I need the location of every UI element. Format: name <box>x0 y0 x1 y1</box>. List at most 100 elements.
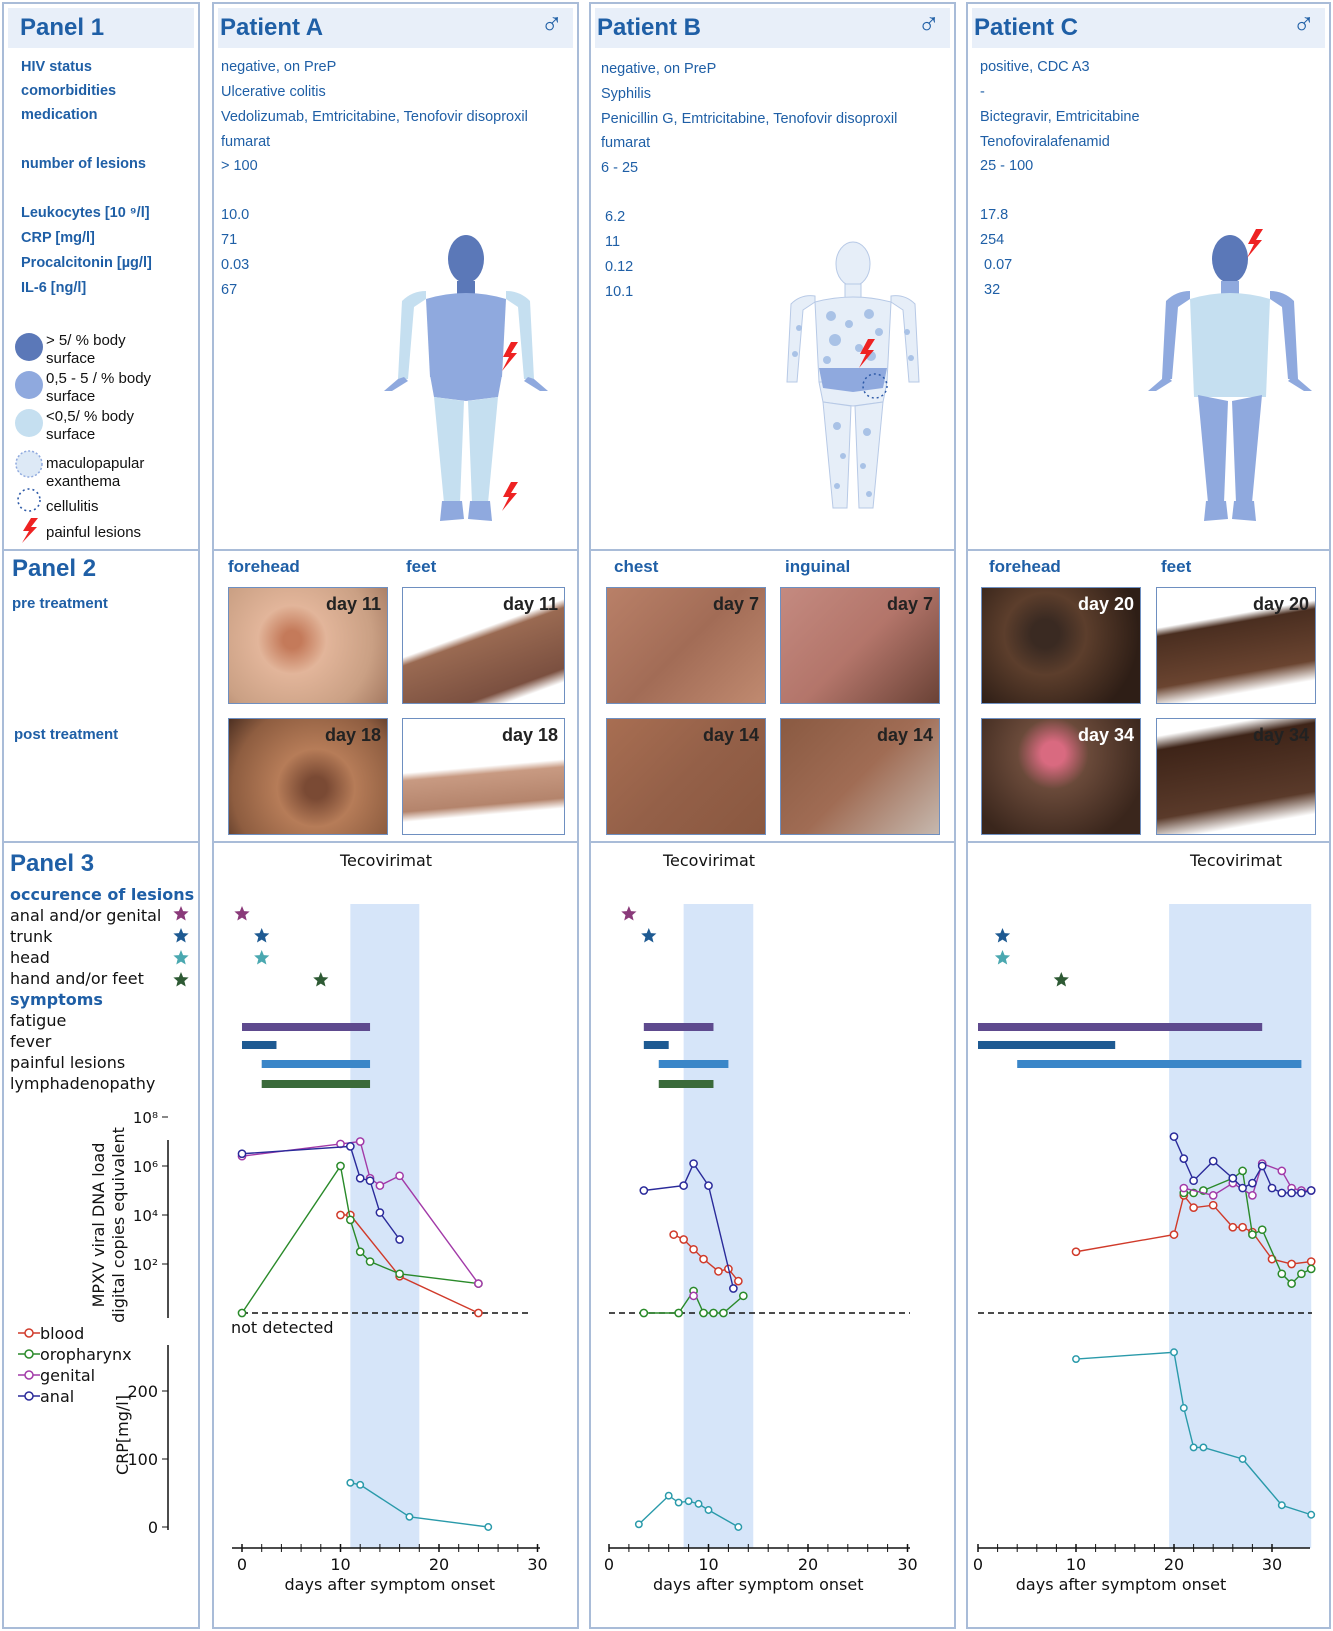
patient-c-title: Patient C <box>974 14 1079 41</box>
symptom-label: fever <box>10 1032 52 1051</box>
male-icon: ♂ <box>540 8 564 41</box>
panel3-patient-a <box>212 841 579 1629</box>
day-label: day 34 <box>1077 725 1134 745</box>
medication-value-2: fumarat <box>221 134 271 150</box>
symptom-label: lymphadenopathy <box>10 1074 156 1093</box>
il6-value: 67 <box>221 282 238 298</box>
legend-item-dark: > 5/ % body surface <box>46 332 126 367</box>
patient-b-header <box>595 8 950 48</box>
panel2-title: Panel 2 <box>12 555 97 582</box>
swatch-exanthema <box>15 450 43 478</box>
site-label: chest <box>614 557 659 576</box>
site-label: feet <box>1161 557 1192 576</box>
photo-feet-post: day 34 <box>1156 718 1316 835</box>
site-label: forehead <box>228 557 300 576</box>
panel1-header <box>8 8 194 48</box>
il6-value: 10.1 <box>605 284 634 300</box>
procalcitonin-value: 0.03 <box>221 257 250 273</box>
patient-b-card: Patient B ♂ negative, on PreP Syphilis P… <box>589 2 956 551</box>
symptom-label: fatigue <box>10 1011 67 1030</box>
bolt-icon <box>22 518 38 543</box>
day-label: day 18 <box>501 725 558 745</box>
procalcitonin-value: 0.07 <box>984 257 1013 273</box>
panel2-patient-b: chest inguinal day 7 day 7 day 14 day 14 <box>589 549 956 843</box>
lesion-site-label: anal and/or genital <box>10 906 162 925</box>
symptom-label: painful lesions <box>10 1053 126 1072</box>
panel3-title: Panel 3 <box>10 850 95 877</box>
day-label: day 20 <box>1077 594 1134 614</box>
photo-forehead-post: day 34 <box>981 718 1141 835</box>
photo-chest-pre: day 7 <box>606 587 766 704</box>
body-figure-b <box>786 241 920 509</box>
field-leukocytes: Leukocytes [10 ⁹/l] <box>21 205 150 221</box>
photo-forehead-post: day 18 <box>228 718 388 835</box>
day-label: day 7 <box>886 594 933 614</box>
medication-value: Bictegravir, Emtricitabine <box>980 109 1140 125</box>
panel2-patient-c: forehead feet day 20 day 20 day 34 day 3… <box>966 549 1331 843</box>
lesion-site-label: hand and/or feet <box>10 969 144 988</box>
panel3-card <box>2 841 200 1629</box>
photo-feet-pre: day 20 <box>1156 587 1316 704</box>
field-medication: medication <box>21 107 98 123</box>
photo-forehead-pre: day 11 <box>228 587 388 704</box>
day-label: day 7 <box>712 594 759 614</box>
patient-a-title: Patient A <box>220 14 324 41</box>
field-lesions: number of lesions <box>21 156 146 172</box>
day-label: day 18 <box>324 725 381 745</box>
symptoms-heading: symptoms <box>10 990 103 1009</box>
panel1-card: Panel 1 HIV status comorbidities medicat… <box>2 2 200 551</box>
legend-swatches <box>15 333 43 543</box>
swatch-mid <box>15 371 43 399</box>
male-icon: ♂ <box>1292 8 1316 41</box>
panel1-title: Panel 1 <box>20 14 105 41</box>
lesions-value: 25 - 100 <box>980 158 1034 174</box>
site-label: forehead <box>989 557 1061 576</box>
hiv-value: negative, on PreP <box>221 59 337 75</box>
photo-feet-post: day 18 <box>402 718 565 835</box>
lesion-site-label: trunk <box>10 927 53 946</box>
field-il6: IL-6 [ng/l] <box>21 280 87 296</box>
day-label: day 34 <box>1252 725 1309 745</box>
procalcitonin-value: 0.12 <box>605 259 634 275</box>
patient-c-card: Patient C ♂ positive, CDC A3 - Bictegrav… <box>966 2 1331 551</box>
patient-b-title: Patient B <box>597 14 702 41</box>
field-hiv-status: HIV status <box>21 59 92 75</box>
lesions-value: 6 - 25 <box>601 160 639 176</box>
il6-value: 32 <box>984 282 1001 298</box>
field-crp: CRP [mg/l] <box>21 230 95 246</box>
hiv-value: positive, CDC A3 <box>980 59 1090 75</box>
crp-value: 71 <box>221 232 238 248</box>
post-treatment-label: post treatment <box>14 726 119 743</box>
leukocytes-value: 6.2 <box>605 209 626 225</box>
photo-inguinal-post: day 14 <box>780 718 940 835</box>
patient-a-card: Patient A ♂ negative, on PreP Ulcerative… <box>212 2 579 551</box>
panel3-patient-c <box>966 841 1331 1629</box>
crp-value: 254 <box>980 232 1005 248</box>
photo-feet-pre: day 11 <box>402 587 565 704</box>
medication-value-2: Tenofoviralafenamid <box>980 134 1110 150</box>
legend-item-cellulitis: cellulitis <box>46 498 99 515</box>
legend-item-mid: 0,5 - 5 / % body surface <box>46 370 152 405</box>
medication-value-2: fumarat <box>601 135 651 151</box>
lesions-heading: occurence of lesions <box>10 885 195 904</box>
comorbidities-value: Syphilis <box>601 86 651 102</box>
hiv-value: negative, on PreP <box>601 61 717 77</box>
day-label: day 20 <box>1252 594 1309 614</box>
photo-forehead-pre: day 20 <box>981 587 1141 704</box>
crp-value: 11 <box>605 234 621 250</box>
legend-item-painful: painful lesions <box>46 524 142 541</box>
patient-a-header <box>218 8 573 48</box>
body-figure-c <box>1148 229 1312 521</box>
day-label: day 11 <box>502 594 558 614</box>
swatch-cellulitis <box>17 488 41 512</box>
field-procalcitonin: Procalcitonin [µg/l] <box>21 255 152 271</box>
swatch-light <box>15 409 43 437</box>
panel2-card: Panel 2 pre treatment post treatment <box>2 549 200 843</box>
pre-treatment-label: pre treatment <box>12 595 108 612</box>
panel3-patient-b <box>589 841 956 1629</box>
leukocytes-value: 10.0 <box>221 207 250 223</box>
site-label: feet <box>406 557 437 576</box>
comorbidities-value: Ulcerative colitis <box>221 84 326 100</box>
lesions-value: > 100 <box>221 158 258 174</box>
medication-value: Vedolizumab, Emtricitabine, Tenofovir di… <box>221 109 528 125</box>
